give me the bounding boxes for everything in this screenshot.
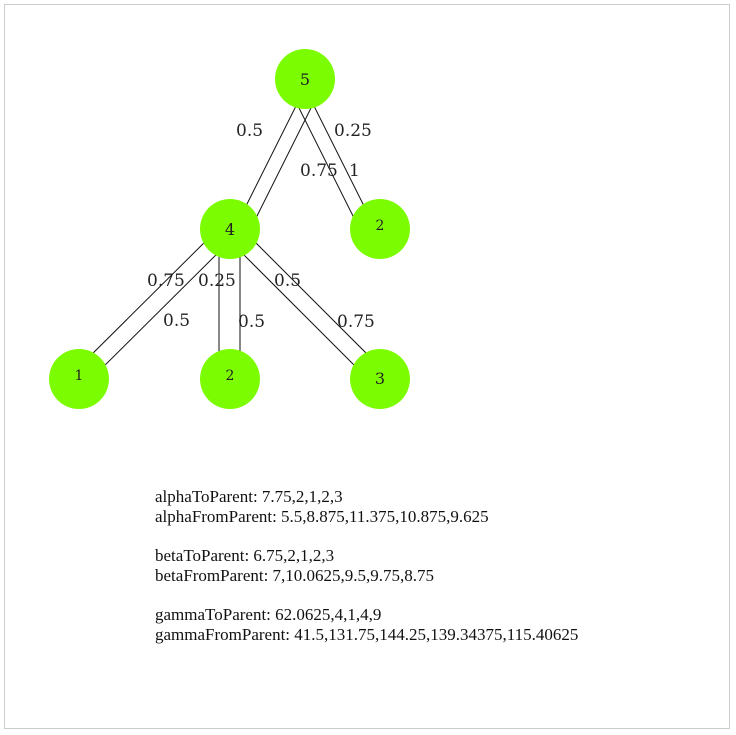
beta-from-parent: betaFromParent: 7,10.0625,9.5,9.75,8.75 (155, 566, 435, 585)
node-label-mid: 4 (225, 220, 235, 239)
edge-label: 0.25 (334, 121, 372, 141)
edge-mid-leaf3-1 (235, 222, 387, 374)
node-label-root: 5 (300, 70, 310, 89)
edge-label: 0.5 (236, 121, 263, 141)
alpha-from-parent: alphaFromParent: 5.5,8.875,11.375,10.875… (155, 507, 489, 526)
node-rightleaf[interactable] (350, 199, 410, 259)
edge-label: 0.75 (300, 161, 338, 181)
edge-label: 0.75 (147, 271, 185, 291)
edge-label: 0.5 (238, 312, 265, 332)
edge-label: 0.25 (198, 271, 236, 291)
beta-to-parent: betaToParent: 6.75,2,1,2,3 (155, 546, 335, 565)
node-label-leaf1: 1 (75, 368, 84, 384)
edge-label: 0.75 (337, 312, 375, 332)
node-label-leaf2: 2 (226, 368, 235, 384)
node-leaf2[interactable] (200, 349, 260, 409)
stats-block: alphaToParent: 7.75,2,1,2,3 alphaFromPar… (155, 487, 578, 645)
node-leaf1[interactable] (49, 349, 109, 409)
node-root[interactable] (275, 49, 335, 109)
node-leaf3[interactable] (350, 349, 410, 409)
edge-label: 0.5 (274, 271, 301, 291)
edge-mid-leaf3-2 (223, 234, 375, 386)
gamma-from-parent: gammaFromParent: 41.5,131.75,144.25,139.… (155, 625, 579, 644)
alpha-to-parent: alphaToParent: 7.75,2,1,2,3 (155, 487, 343, 506)
gamma-to-parent: gammaToParent: 62.0625,4,1,4,9 (155, 605, 382, 624)
edge-label: 1 (349, 161, 360, 181)
node-label-rightleaf: 2 (376, 218, 385, 234)
edge-mid-leaf1-1 (72, 222, 225, 374)
edge-mid-leaf1-2 (84, 234, 237, 386)
node-label-leaf3: 3 (375, 369, 385, 388)
node-mid[interactable] (200, 199, 260, 259)
edge-label: 0.5 (163, 311, 190, 331)
